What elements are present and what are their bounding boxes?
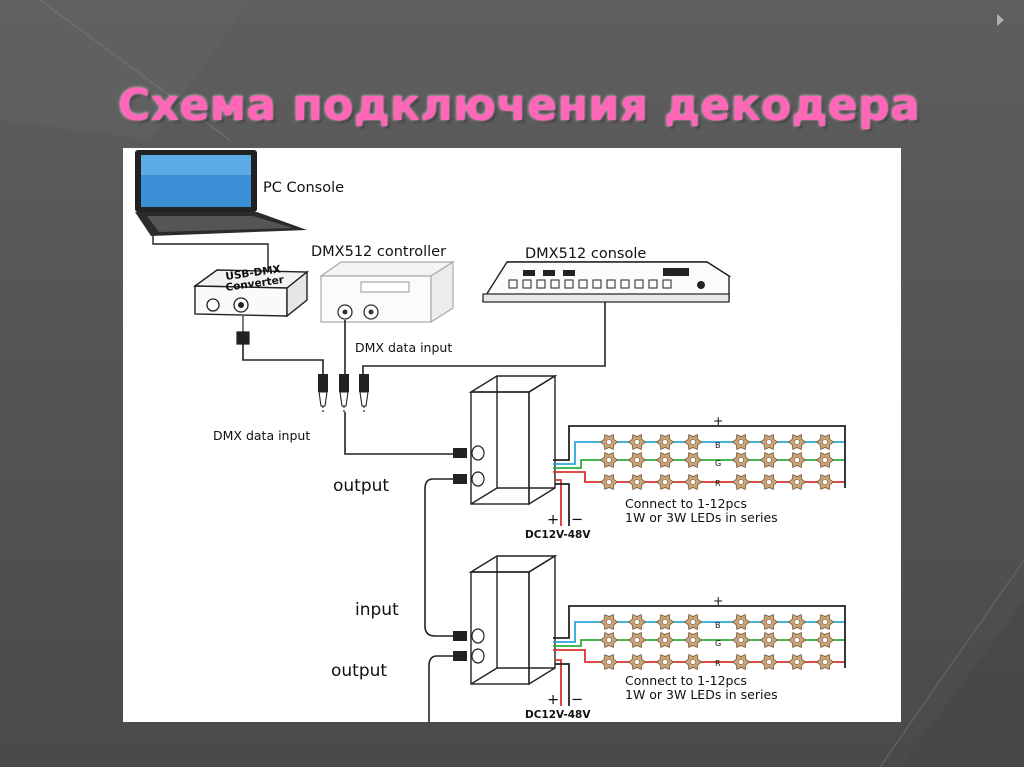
led-lens	[766, 439, 772, 445]
led-lens	[690, 439, 696, 445]
led-array-2	[599, 614, 835, 670]
led-lens	[662, 619, 668, 625]
input-2-label: input	[355, 600, 399, 620]
decoder-2-wires	[553, 605, 846, 706]
led-lens	[690, 619, 696, 625]
slide-title: Схема подключения декодера	[118, 80, 921, 131]
led-lens	[606, 637, 612, 643]
led-lens	[794, 479, 800, 485]
led-lens	[634, 637, 640, 643]
led-lens	[690, 457, 696, 463]
led-lens	[662, 439, 668, 445]
led-lens	[822, 659, 828, 665]
led-lens	[662, 637, 668, 643]
led-note-2-line-1: Connect to 1-12pcs	[625, 673, 747, 688]
led-lens	[690, 637, 696, 643]
led-lens	[606, 457, 612, 463]
led-lens	[606, 619, 612, 625]
top-plus-2: +	[713, 593, 723, 608]
dmx512-console-label: DMX512 console	[525, 246, 646, 262]
led-lens	[766, 619, 772, 625]
top-plus-1: +	[713, 413, 723, 428]
xlr-connectors	[318, 374, 369, 412]
channel-r-1: R	[715, 479, 721, 488]
dmx-data-input-left-label: DMX data input	[213, 428, 310, 443]
led-lens	[606, 439, 612, 445]
led-lens	[606, 479, 612, 485]
led-lens	[634, 457, 640, 463]
pc-console-label: PC Console	[263, 180, 344, 196]
led-lens	[738, 479, 744, 485]
led-lens	[738, 619, 744, 625]
led-lens	[794, 457, 800, 463]
led-lens	[690, 479, 696, 485]
led-lens	[794, 439, 800, 445]
led-lens	[662, 457, 668, 463]
led-lens	[738, 659, 744, 665]
output-1-label: output	[333, 476, 389, 496]
led-lens	[766, 659, 772, 665]
decoder-2-ports	[453, 628, 485, 664]
dmx512-controller	[319, 260, 456, 324]
led-lens	[634, 619, 640, 625]
channel-b-1: B	[715, 441, 721, 450]
decoder-1-wires	[553, 425, 846, 526]
led-lens	[606, 659, 612, 665]
plus-sign-1: +	[547, 512, 559, 528]
led-lens	[794, 637, 800, 643]
plus-sign-2: +	[547, 692, 559, 708]
led-note-1-line-1: Connect to 1-12pcs	[625, 496, 747, 511]
led-lens	[794, 659, 800, 665]
dmx-data-input-top-label: DMX data input	[355, 340, 452, 355]
led-lens	[766, 637, 772, 643]
decoder-2	[468, 554, 558, 686]
bullet-arrow-icon	[997, 14, 1004, 26]
led-lens	[738, 439, 744, 445]
decoder-1-ports	[453, 445, 485, 487]
led-lens	[822, 439, 828, 445]
channel-g-1: G	[715, 459, 721, 468]
decoder-1	[468, 374, 558, 506]
led-array-1	[599, 434, 835, 490]
led-note-2-line-2: 1W or 3W LEDs in series	[625, 687, 778, 702]
dmx512-controller-label: DMX512 controller	[311, 244, 446, 260]
led-note-1-line-2: 1W or 3W LEDs in series	[625, 510, 778, 525]
channel-r-2: R	[715, 659, 721, 668]
led-lens	[822, 619, 828, 625]
led-lens	[662, 479, 668, 485]
wiring-diagram: PC Console USB-DMX Converter DMX512 cont…	[123, 148, 901, 722]
led-lens	[634, 479, 640, 485]
laptop-icon	[135, 150, 307, 236]
usb-dmx-converter	[192, 269, 309, 318]
led-lens	[738, 637, 744, 643]
power-label-2: DC12V-48V	[525, 709, 591, 721]
channel-b-2: B	[715, 621, 721, 630]
led-lens	[822, 479, 828, 485]
led-lens	[766, 479, 772, 485]
power-label-1: DC12V-48V	[525, 529, 591, 541]
led-lens	[634, 439, 640, 445]
minus-sign-2: −	[571, 692, 583, 708]
dmx512-console	[481, 261, 732, 303]
minus-sign-1: −	[571, 512, 583, 528]
led-lens	[634, 659, 640, 665]
led-lens	[662, 659, 668, 665]
led-lens	[690, 659, 696, 665]
output-2-label: output	[331, 661, 387, 681]
led-lens	[822, 637, 828, 643]
led-lens	[766, 457, 772, 463]
channel-g-2: G	[715, 639, 721, 648]
led-lens	[822, 457, 828, 463]
led-lens	[738, 457, 744, 463]
led-lens	[794, 619, 800, 625]
